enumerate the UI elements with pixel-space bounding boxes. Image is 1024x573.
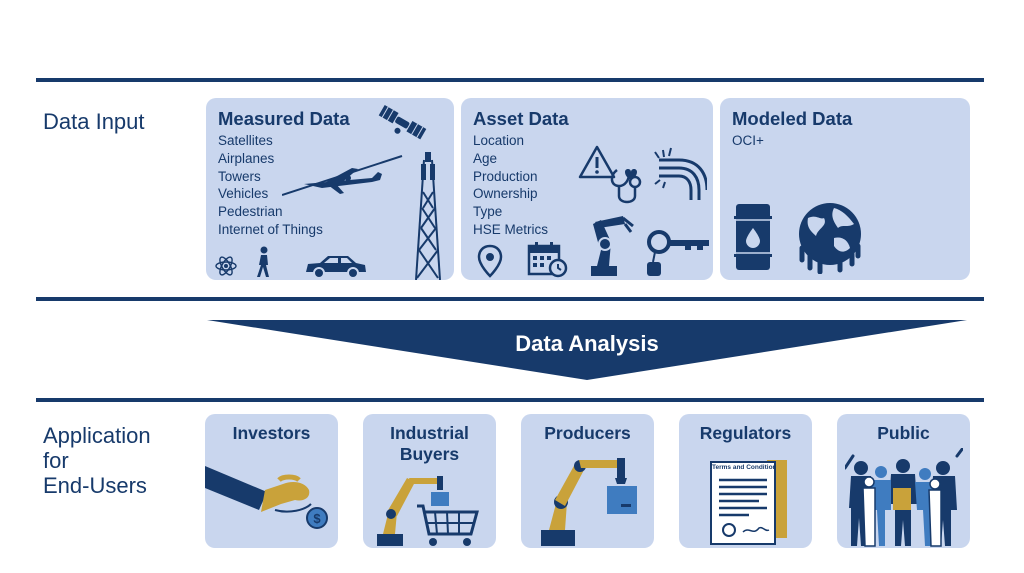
producers-card: Producers — [521, 414, 654, 548]
measured-data-panel: Measured Data Satellites Airplanes Tower… — [206, 98, 454, 280]
svg-text:$: $ — [313, 511, 321, 526]
regulators-card: Regulators Terms and Condition — [679, 414, 812, 548]
asset-data-list: Location Age Production Ownership Type H… — [473, 132, 548, 239]
location-pin-icon — [477, 244, 503, 278]
application-label-line: Application — [43, 423, 151, 448]
key-icon — [645, 228, 711, 278]
atom-icon — [214, 254, 238, 278]
robot-arm-icon — [585, 212, 637, 278]
top-rule — [36, 78, 984, 82]
panel-title: Asset Data — [473, 108, 569, 130]
data-input-label: Data Input — [43, 109, 145, 134]
card-title: Industrial Buyers — [363, 423, 496, 465]
list-item: Age — [473, 150, 548, 168]
data-analysis-label: Data Analysis — [207, 331, 967, 357]
list-item: Satellites — [218, 132, 323, 150]
application-label-line: for — [43, 448, 151, 473]
application-label: Application for End-Users — [43, 423, 151, 498]
asset-data-panel: Asset Data Location Age Production Owner… — [461, 98, 713, 280]
card-title-line: Buyers — [363, 444, 496, 465]
card-title: Regulators — [679, 423, 812, 444]
list-item: Type — [473, 203, 548, 221]
panel-title: Measured Data — [218, 108, 350, 130]
oil-barrel-icon — [734, 202, 772, 272]
hand-coin-icon: $ — [205, 454, 338, 548]
list-item: Ownership — [473, 185, 548, 203]
middle-rule — [36, 297, 984, 301]
investors-card: Investors $ — [205, 414, 338, 548]
robot-arm-icon — [535, 456, 645, 548]
list-item: Production — [473, 168, 548, 186]
list-item: Location — [473, 132, 548, 150]
list-item: Internet of Things — [218, 221, 323, 239]
list-item: HSE Metrics — [473, 221, 548, 239]
globe-icon — [794, 198, 866, 274]
public-card: Public — [837, 414, 970, 548]
tower-icon — [412, 152, 444, 280]
document-heading: Terms and Condition — [712, 464, 776, 471]
stethoscope-icon — [605, 156, 645, 208]
list-item: Pedestrian — [218, 203, 323, 221]
industrial-buyers-card: Industrial Buyers — [363, 414, 496, 548]
calendar-icon — [527, 240, 569, 278]
card-title: Producers — [521, 423, 654, 444]
car-icon — [304, 254, 368, 280]
modeled-data-panel: Modeled Data OCI+ — [720, 98, 970, 280]
pipes-icon — [653, 146, 707, 202]
application-label-line: End-Users — [43, 473, 151, 498]
robot-cart-icon — [371, 472, 491, 548]
people-group-icon — [845, 448, 963, 548]
panel-title: Modeled Data — [732, 108, 852, 130]
list-item: OCI+ — [732, 132, 764, 150]
airplane-icon — [282, 154, 406, 198]
modeled-data-list: OCI+ — [732, 132, 764, 150]
card-title-line: Industrial — [363, 423, 496, 444]
card-title: Public — [837, 423, 970, 444]
card-title: Investors — [205, 423, 338, 444]
bottom-rule — [36, 398, 984, 402]
satellite-icon — [374, 102, 430, 144]
pedestrian-icon — [253, 246, 273, 278]
